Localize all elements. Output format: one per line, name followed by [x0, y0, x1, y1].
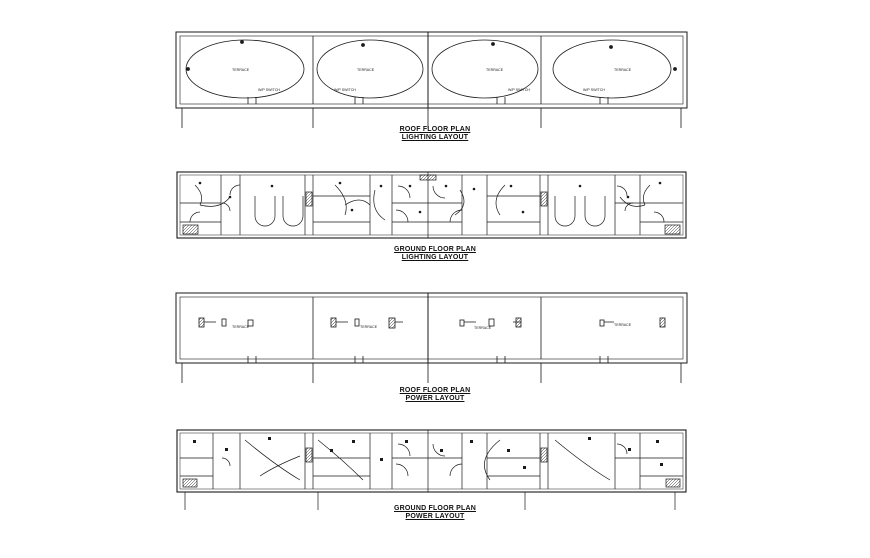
- caption-title: GROUND FLOOR PLAN: [394, 505, 476, 512]
- roof-lighting-plan: [175, 31, 688, 128]
- caption-title: ROOF FLOOR PLAN: [399, 387, 471, 394]
- roof-power-caption: ROOF FLOOR PLAN POWER LAYOUT: [365, 387, 505, 403]
- ground-power-caption: GROUND FLOOR PLAN POWER LAYOUT: [355, 505, 515, 521]
- terrace-ellipse: [431, 39, 539, 99]
- caption-title: ROOF FLOOR PLAN: [399, 126, 471, 133]
- room-label: TERRACE: [614, 323, 632, 327]
- terrace-ellipse: [185, 39, 305, 99]
- roof-power-plan: [175, 292, 688, 383]
- door-label: W/P SWITCH: [583, 88, 605, 92]
- door-label: W/P SWITCH: [258, 88, 280, 92]
- caption-subtitle: POWER LAYOUT: [405, 513, 465, 520]
- ground-power-sockets: [193, 437, 663, 469]
- room-label: TERRACE: [474, 326, 492, 330]
- caption-subtitle: LIGHTING LAYOUT: [401, 254, 469, 261]
- caption-subtitle: LIGHTING LAYOUT: [401, 134, 469, 141]
- ground-lighting-plan: [176, 171, 687, 239]
- room-label: TERRACE: [360, 325, 378, 329]
- terrace-ellipse: [552, 39, 672, 99]
- terrace-ellipse: [316, 39, 424, 99]
- caption-title: GROUND FLOOR PLAN: [394, 246, 476, 253]
- room-label: TERRACE: [357, 68, 375, 72]
- ground-power-plan: [176, 429, 687, 510]
- ground-lighting-caption: GROUND FLOOR PLAN LIGHTING LAYOUT: [355, 246, 515, 262]
- door-label: W/P SWITCH: [508, 88, 530, 92]
- door-label: W/P SWITCH: [334, 88, 356, 92]
- room-label: TERRACE: [232, 68, 250, 72]
- room-label: TERRACE: [614, 68, 632, 72]
- room-label: TERRACE: [486, 68, 504, 72]
- room-label: TERRACE: [232, 325, 250, 329]
- roof-lighting-caption: ROOF FLOOR PLAN LIGHTING LAYOUT: [365, 126, 505, 142]
- ground-lighting-fixtures: [198, 181, 662, 214]
- caption-subtitle: POWER LAYOUT: [405, 395, 465, 402]
